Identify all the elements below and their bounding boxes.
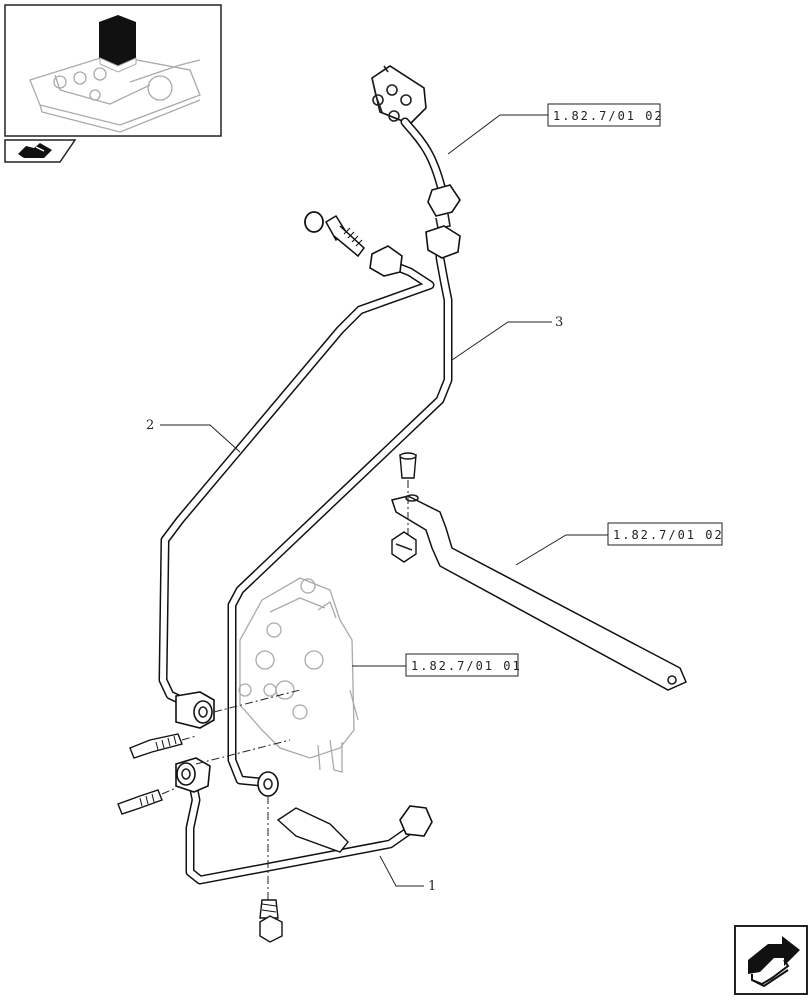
top-union-fitting [371,65,461,229]
reference-top-label: 1.82.7/01 02 [553,109,664,123]
adapter-fitting [304,211,366,258]
next-page-arrow-icon[interactable] [734,925,808,995]
thumbnail-icon[interactable] [4,4,222,137]
callout-2: 2 [146,418,241,453]
callout-2-label: 2 [146,418,154,433]
reference-box-top[interactable]: 1.82.7/01 02 [447,103,664,155]
reference-valve-label: 1.82.7/01 01 [411,659,522,673]
pipe-2 [158,245,435,713]
callout-3: 3 [451,315,563,361]
reference-box-bracket[interactable]: 1.82.7/01 02 [515,522,724,566]
banjo-fitting-lower [117,739,291,815]
reference-box-valve[interactable]: 1.82.7/01 01 [352,653,522,677]
callout-1: 1 [379,855,436,894]
support-strap [391,452,687,691]
banjo-fitting-pipe-3 [257,771,283,943]
callout-1-label: 1 [428,879,436,894]
pipe-1 [185,775,433,885]
callout-3-label: 3 [555,315,563,330]
pipe-3 [227,225,461,787]
banjo-fitting-upper [129,689,301,759]
section-tab-icon[interactable] [4,139,77,163]
control-valve [238,577,359,773]
reference-bracket-label: 1.82.7/01 02 [613,528,724,542]
